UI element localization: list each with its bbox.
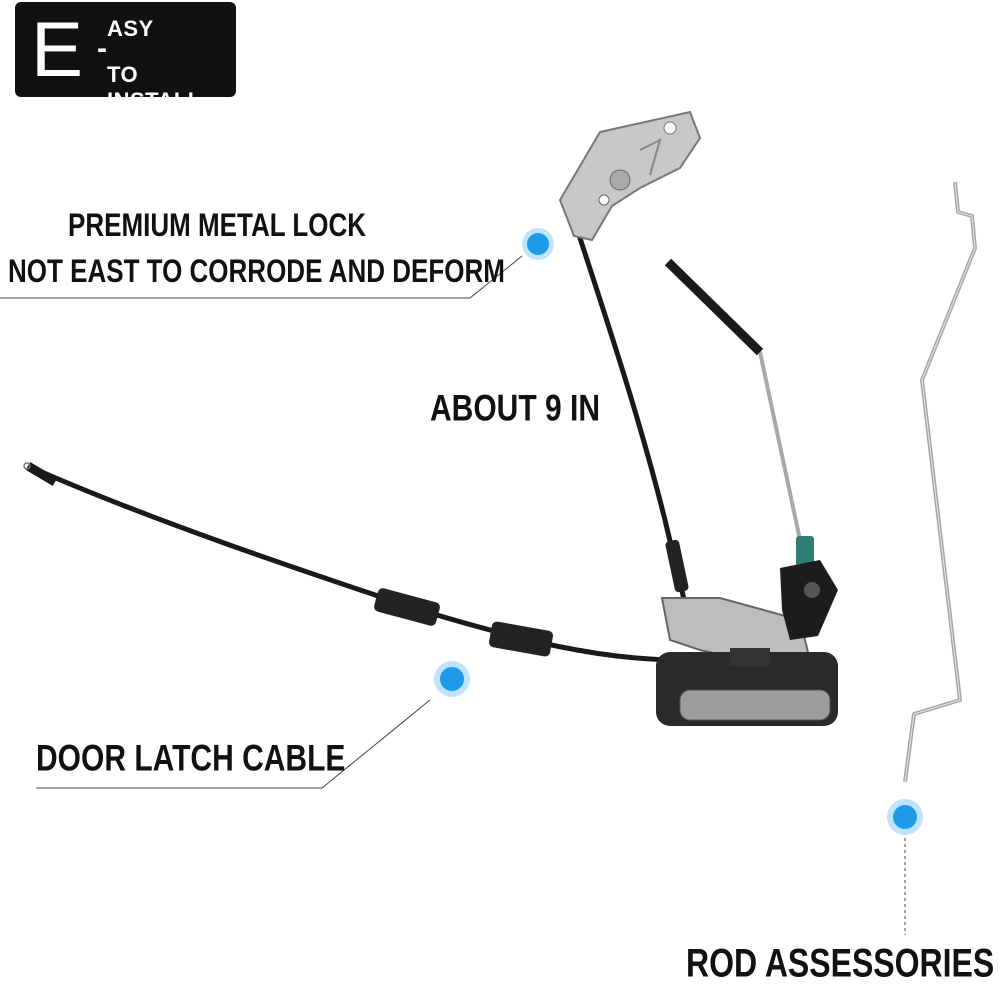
premium-lock-sublabel: NOT EAST TO CORRODE AND DEFORM bbox=[8, 252, 505, 290]
leader-line-door bbox=[36, 699, 431, 789]
badge-line-1: ASY bbox=[107, 16, 154, 41]
marker-rod bbox=[887, 799, 923, 835]
length-label: ABOUT 9 IN bbox=[430, 388, 601, 430]
badge-letter: E bbox=[31, 5, 84, 93]
rod-accessory bbox=[903, 181, 977, 783]
latch-assembly bbox=[656, 560, 838, 726]
leader-line-premium bbox=[0, 255, 523, 299]
door-latch-cable bbox=[23, 462, 681, 663]
badge-dash: - bbox=[97, 32, 107, 65]
marker-door-latch bbox=[434, 661, 470, 697]
premium-lock-label: PREMIUM METAL LOCK bbox=[68, 206, 367, 244]
inner-rod bbox=[664, 258, 814, 566]
easy-install-badge: E - ASY TO INSTALL bbox=[15, 2, 236, 113]
metal-lock-bracket bbox=[558, 110, 702, 242]
leader-lines bbox=[0, 255, 906, 935]
rod-accessories-label: ROD ASSESSORIES bbox=[686, 940, 995, 985]
door-latch-cable-label: DOOR LATCH CABLE bbox=[36, 738, 346, 780]
marker-premium bbox=[522, 228, 554, 260]
badge-line-2: TO INSTALL bbox=[107, 62, 202, 113]
upper-cable bbox=[575, 231, 689, 601]
